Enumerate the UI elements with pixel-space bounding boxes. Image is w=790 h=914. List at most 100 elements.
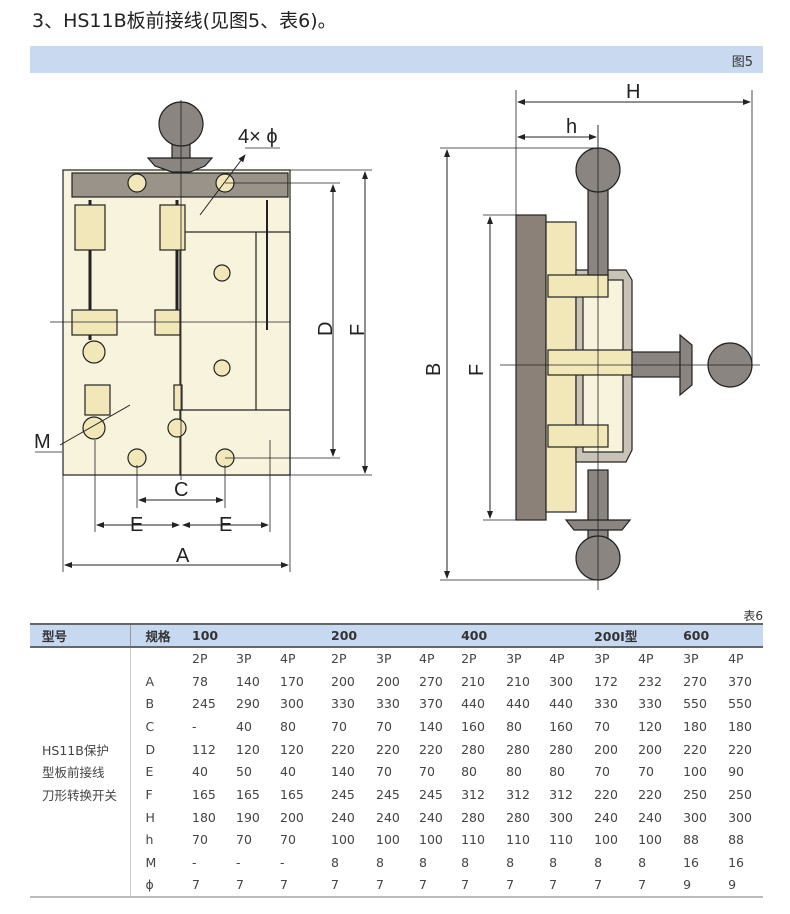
value-cell: 245	[376, 786, 400, 802]
value-cell: 280	[506, 809, 530, 825]
value-cell: 280	[506, 741, 530, 757]
value-cell: 110	[461, 832, 485, 848]
value-cell: 245	[419, 786, 443, 802]
value-cell: 440	[461, 696, 485, 712]
value-cell: 140	[236, 673, 260, 689]
value-cell: 180	[728, 718, 752, 734]
pole-cell: 3P	[683, 651, 699, 667]
value-cell: 180	[683, 718, 707, 734]
value-cell: 550	[683, 696, 707, 712]
value-cell: 245	[192, 696, 216, 712]
value-cell: 50	[236, 764, 252, 780]
value-cell: 245	[331, 786, 355, 802]
value-cell: 280	[461, 741, 485, 757]
value-cell: 200	[638, 741, 662, 757]
param-cell: E	[145, 764, 154, 780]
value-cell: 100	[683, 764, 707, 780]
value-cell: 100	[594, 832, 618, 848]
value-cell: 312	[506, 786, 530, 802]
figure-label: 图5	[731, 55, 753, 70]
value-cell: 40	[192, 764, 208, 780]
technical-drawing: 4× ϕ D F M C E E A	[34, 81, 760, 590]
value-cell: 7	[506, 877, 515, 893]
model-cell: 型板前接线	[30, 760, 131, 784]
header-group: 100	[192, 628, 219, 643]
pole-cell: 4P	[728, 651, 744, 667]
value-cell: 7	[236, 877, 244, 893]
label-4phi: 4× ϕ	[238, 126, 278, 148]
value-cell: 8	[331, 855, 339, 871]
value-cell: 330	[376, 696, 400, 712]
model-cell	[30, 669, 131, 693]
label-A: A	[176, 545, 190, 567]
figure-caption-band: 图5	[30, 46, 763, 73]
value-cell: 8	[594, 855, 603, 871]
value-cell: 240	[638, 809, 662, 825]
value-cell: 70	[594, 764, 610, 780]
value-cell: 165	[192, 786, 216, 802]
value-cell: 370	[728, 673, 752, 689]
value-cell: 200	[376, 673, 400, 689]
value-cell: 70	[419, 764, 435, 780]
value-cell: 88	[683, 832, 699, 848]
value-cell: 7	[192, 877, 200, 893]
front-view	[35, 100, 372, 572]
value-cell: 8	[638, 855, 647, 871]
pole-cell: 3P	[236, 651, 252, 667]
value-cell: 240	[376, 809, 400, 825]
value-cell: 300	[280, 696, 304, 712]
value-cell: 300	[549, 673, 573, 689]
pole-cell: 3P	[376, 651, 392, 667]
value-cell: 7	[331, 877, 339, 893]
value-cell: 7	[419, 877, 427, 893]
value-cell: 8	[549, 855, 558, 871]
value-cell: 120	[280, 741, 304, 757]
value-cell: -	[192, 855, 197, 871]
value-cell: 112	[192, 741, 216, 757]
value-cell: 300	[549, 809, 573, 825]
value-cell: 210	[461, 673, 485, 689]
param-cell: h	[145, 832, 154, 848]
model-cell: 刀形转换开关	[30, 783, 131, 806]
value-cell: 330	[331, 696, 355, 712]
value-cell: 170	[280, 673, 304, 689]
value-cell: 140	[331, 764, 355, 780]
pole-cell: 2P	[192, 651, 208, 667]
pole-cell: 4P	[280, 651, 296, 667]
label-h: h	[566, 116, 577, 138]
value-cell: 80	[506, 718, 522, 734]
value-cell: 80	[506, 764, 522, 780]
value-cell: 7	[638, 877, 647, 893]
side-view	[440, 90, 760, 590]
param-cell: H	[145, 809, 155, 825]
value-cell: 165	[236, 786, 260, 802]
value-cell: 100	[419, 832, 443, 848]
param-cell: D	[145, 741, 156, 757]
label-H: H	[626, 81, 640, 103]
value-cell: 70	[594, 718, 610, 734]
label-B: B	[423, 363, 445, 376]
value-cell: 220	[594, 786, 618, 802]
value-cell: 7	[549, 877, 558, 893]
value-cell: 290	[236, 696, 260, 712]
value-cell: -	[236, 855, 241, 871]
value-cell: 70	[331, 718, 347, 734]
value-cell: -	[192, 718, 197, 734]
value-cell: 370	[419, 696, 443, 712]
value-cell: 160	[461, 718, 485, 734]
pole-cell: 4P	[419, 651, 435, 667]
model-cell	[30, 805, 131, 829]
label-M: M	[34, 431, 51, 453]
value-cell: 330	[638, 696, 662, 712]
param-cell: A	[145, 673, 155, 689]
value-cell: 200	[594, 741, 618, 757]
value-cell: 312	[549, 786, 573, 802]
value-cell: 240	[594, 809, 618, 825]
